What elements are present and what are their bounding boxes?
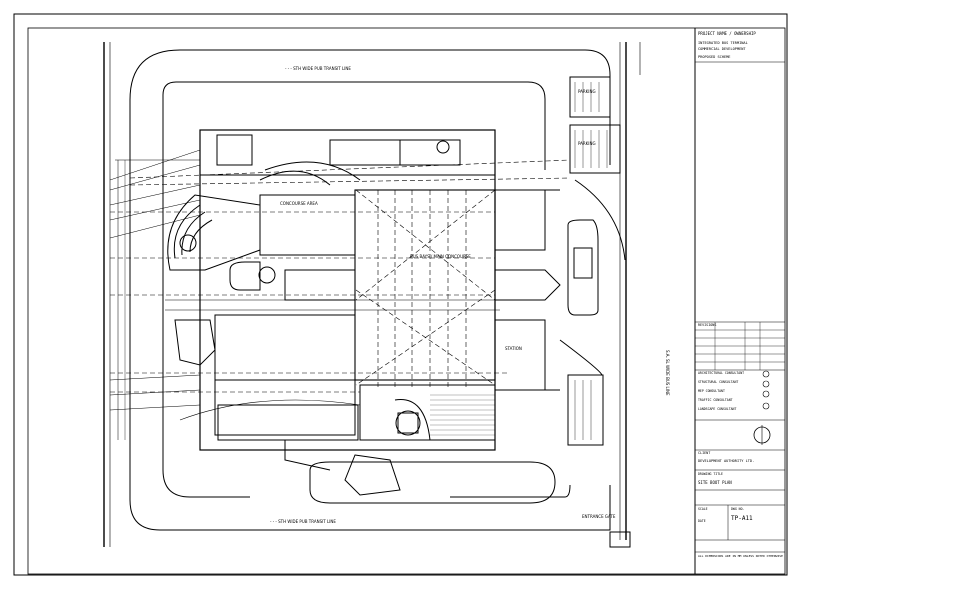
bus-bay-2 bbox=[494, 269, 561, 301]
outer-road-boundary bbox=[129, 49, 611, 500]
tb-footer: ALL DIMENSIONS ARE IN MM UNLESS NOTED OT… bbox=[698, 554, 783, 558]
tb-client-label: CLIENT bbox=[698, 451, 711, 455]
parking-lot-1 bbox=[569, 76, 611, 118]
tb-consultant-4: TRAFFIC CONSULTANT bbox=[698, 398, 733, 402]
road-label-right: S.A. SL WIDE BUS LINE bbox=[665, 350, 670, 396]
kiosk-box bbox=[573, 247, 593, 279]
parking-lot-3 bbox=[567, 374, 604, 446]
upper-block bbox=[199, 129, 496, 176]
parking-label-2: PARKING bbox=[578, 141, 596, 146]
parking-lot-2 bbox=[569, 124, 621, 174]
bus-bay-1 bbox=[494, 189, 546, 251]
road-label-bottom: - - - STH WIDE PUB TRANSIT LINE bbox=[270, 519, 336, 524]
tb-revision-label: REVISIONS bbox=[698, 323, 717, 327]
parking-label-1: PARKING bbox=[578, 89, 596, 94]
tb-project-line-3: PROPOSED SCHEME bbox=[698, 55, 731, 59]
tb-drawing-title-label: DRAWING TITLE bbox=[698, 472, 723, 476]
bus-bay-3 bbox=[494, 319, 546, 391]
main-concourse bbox=[354, 189, 496, 381]
tb-date-label: DATE bbox=[698, 519, 706, 523]
tb-scale-label: SCALE bbox=[698, 507, 708, 511]
tb-consultant-2: STRUCTURAL CONSULTANT bbox=[698, 380, 739, 384]
tb-consultant-5: LANDSCAPE CONSULTANT bbox=[698, 407, 737, 411]
tb-project-line-2: COMMERCIAL DEVELOPMENT bbox=[698, 47, 746, 51]
tb-consultant-3: MEP CONSULTANT bbox=[698, 389, 725, 393]
main-hall-label: BUS BAYS / MAIN CONCOURSE bbox=[410, 254, 471, 259]
entrance-label: ENTRANCE GATE bbox=[582, 514, 616, 519]
tb-project-header: PROJECT NAME / OWNERSHIP bbox=[698, 31, 756, 36]
food-court bbox=[359, 384, 496, 441]
tb-drawing-no: TP-A11 bbox=[731, 515, 753, 522]
sheet-inner-border bbox=[27, 27, 786, 575]
station-label: STATION bbox=[505, 346, 522, 351]
tb-drawing-title: SITE BOOT PLAN bbox=[698, 480, 732, 485]
amphitheatre-seating bbox=[167, 194, 261, 271]
tb-project-line-1: INTEGRATED BUS TERMINAL bbox=[698, 41, 748, 45]
road-label-top: - - - STH WIDE PUB TRANSIT LINE bbox=[285, 66, 351, 71]
tb-drawing-no-label: DWG NO. bbox=[731, 507, 745, 511]
sheet-outer-border bbox=[13, 13, 788, 576]
tb-consultant-1: ARCHITECTURAL CONSULTANT bbox=[698, 371, 745, 375]
inner-road-boundary bbox=[162, 81, 546, 470]
tb-client-name: DEVELOPMENT AUTHORITY LTD. bbox=[698, 459, 755, 463]
upper-hall-label: CONCOURSE AREA bbox=[280, 201, 318, 206]
drop-off-loop bbox=[309, 461, 556, 504]
